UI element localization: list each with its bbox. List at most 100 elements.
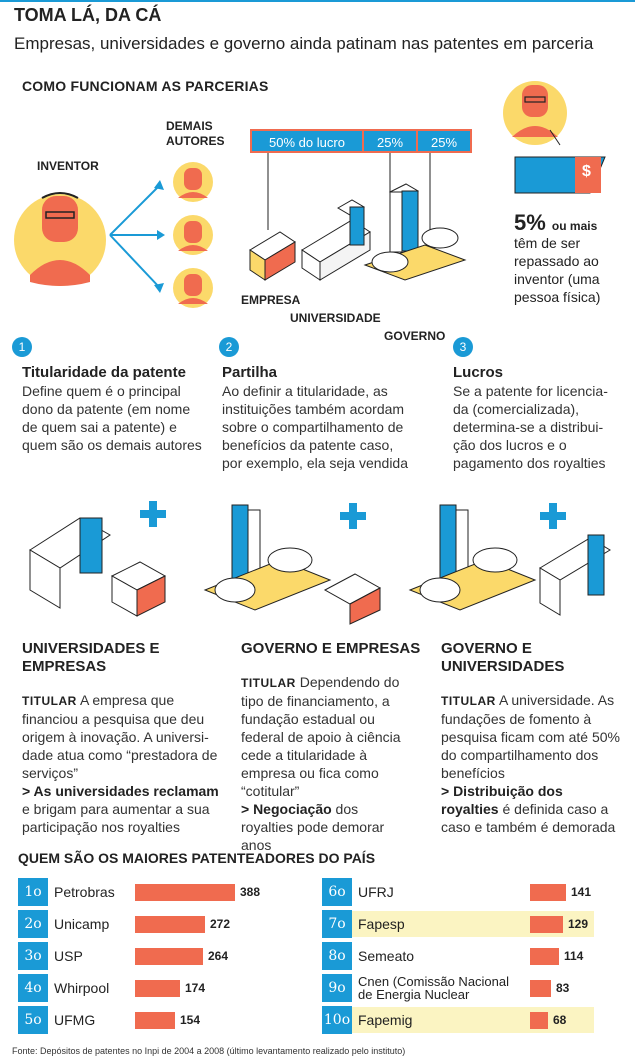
- author-icon: [173, 268, 213, 308]
- case-text-1: A empresa que financiou a pesquisa que d…: [22, 692, 218, 781]
- rank-value-label: 264: [208, 949, 229, 963]
- inventor-icon: [503, 81, 567, 146]
- case-tag-1: TITULAR: [22, 694, 77, 708]
- step-body-3: Se a patente for licencia-da (comerciali…: [453, 383, 608, 471]
- case-tag-3: TITULAR: [441, 694, 496, 708]
- rank-row: 7o Fapesp 129: [322, 910, 594, 938]
- dollar-icon: $: [582, 163, 591, 180]
- case-text-3: A universidade. As fundações de fomento …: [441, 692, 620, 781]
- company-building-icon: [323, 573, 382, 625]
- rank-category-label: Cnen (Comissão Nacional de Energia Nucle…: [358, 974, 510, 1002]
- government-building-icon: [363, 183, 467, 281]
- step-title-1: Titularidade da patente: [22, 364, 186, 381]
- share-box-25-b: 25%: [416, 129, 472, 153]
- rank-category-label: Semeato: [358, 948, 415, 964]
- rank-value-label: 129: [568, 917, 589, 931]
- case-title-2: GOVERNO E EMPRESAS: [241, 640, 420, 658]
- case-bullet-rest-2: dos royalties pode demorar anos: [241, 801, 385, 853]
- rank-bar: [530, 1012, 548, 1029]
- section-heading-how: COMO FUNCIONAM AS PARCERIAS: [22, 78, 269, 94]
- rank-position: 4o: [18, 974, 48, 1002]
- rank-position: 1o: [18, 878, 48, 906]
- rank-bar: [135, 980, 180, 997]
- rank-value-label: 154: [180, 1013, 201, 1027]
- step-title-3: Lucros: [453, 364, 504, 381]
- university-building-icon: [301, 199, 371, 281]
- rank-row: 5o UFMG 154: [18, 1006, 308, 1034]
- case-body-3: TITULAR A universidade. As fundações de …: [441, 691, 621, 836]
- inventor-label: INVENTOR: [37, 159, 99, 173]
- rank-category-label: UFRJ: [358, 884, 394, 900]
- case-title-1: UNIVERSIDADES E EMPRESAS: [22, 640, 160, 676]
- case-illustrations: [29, 501, 611, 625]
- step-number-1: 1: [12, 337, 32, 357]
- rank-position: 7o: [322, 910, 352, 938]
- rank-position: 5o: [18, 1006, 48, 1034]
- plus-icon: [340, 503, 366, 529]
- case-bullet-bold-2: > Negociação: [241, 801, 332, 817]
- company-building-icon: [110, 561, 167, 617]
- rank-bar: [135, 884, 235, 901]
- plus-icon: [540, 503, 566, 529]
- rank-value-label: 141: [571, 885, 592, 899]
- five-percent-suffix: ou mais: [551, 219, 598, 233]
- rank-position: 2o: [18, 910, 48, 938]
- step-number-2: 2: [219, 337, 239, 357]
- case-bullet-rest-1: e brigam para aumentar a sua participaçã…: [22, 801, 210, 835]
- case-title-3: GOVERNO E UNIVERSIDADES: [441, 640, 564, 676]
- rank-value-label: 83: [556, 981, 570, 995]
- rank-bar: [530, 916, 563, 933]
- rank-bar: [135, 916, 205, 933]
- rank-category-label: Fapemig: [358, 1012, 413, 1028]
- money-icon: [514, 156, 606, 194]
- rank-value-label: 68: [553, 1013, 567, 1027]
- case-title-2-line1: GOVERNO E EMPRESAS: [241, 640, 421, 657]
- rank-value-label: 114: [564, 949, 584, 963]
- rank-category-label: Petrobras: [54, 884, 115, 900]
- author-icon: [173, 215, 213, 255]
- case-text-2: Dependendo do tipo de financiamento, a f…: [241, 674, 401, 799]
- highlight-band: [322, 1007, 594, 1033]
- authors-label-line2: AUTORES: [166, 134, 225, 148]
- page-title: TOMA LÁ, DA CÁ: [14, 5, 162, 25]
- plus-icon: [140, 501, 166, 527]
- rank-value-label: 388: [240, 885, 261, 899]
- five-percent-text: têm de ser repassado ao inventor (uma pe…: [514, 235, 601, 305]
- rank-position: 6o: [322, 878, 352, 906]
- case-tag-2: TITULAR: [241, 676, 296, 690]
- five-percent-figure: 5% ou mais: [514, 210, 597, 236]
- chart-title: QUEM SÃO OS MAIORES PATENTEADORES DO PAÍ…: [18, 850, 376, 866]
- case-body-1: TITULAR A empresa que financiou a pesqui…: [22, 691, 220, 836]
- step-title-2: Partilha: [222, 364, 278, 381]
- source-note: Fonte: Depósitos de patentes no Inpi de …: [12, 1046, 406, 1056]
- rank-category-label: Fapesp: [358, 916, 405, 932]
- step-body-2: Ao definir a titularidade, as instituiçõ…: [222, 383, 409, 471]
- step-number-3: 3: [453, 337, 473, 357]
- empresa-label: EMPRESA: [241, 293, 301, 307]
- inventor-icon: [14, 192, 106, 286]
- rank-category-label: UFMG: [54, 1012, 96, 1028]
- authors-label-line1: DEMAIS: [166, 119, 213, 133]
- case-bullet-bold-3: > Distribuição dos royalties: [441, 783, 563, 817]
- institutions-illustration: [249, 153, 467, 281]
- five-percent-value: 5%: [514, 210, 546, 235]
- page-subtitle: Empresas, universidades e governo ainda …: [14, 34, 594, 53]
- case-title-1-line2: EMPRESAS: [22, 658, 107, 675]
- rank-value-label: 174: [185, 981, 206, 995]
- case-title-1-line1: UNIVERSIDADES E: [22, 640, 160, 657]
- rank-category-label: Unicamp: [54, 916, 110, 932]
- rank-row: 4o Whirpool 174: [18, 974, 308, 1002]
- rank-bar: [530, 980, 551, 997]
- rank-category-label: Whirpool: [54, 980, 110, 996]
- inventor-diagram: [14, 162, 213, 308]
- share-box-lucro: 50% do lucro: [250, 129, 364, 153]
- university-building-icon: [29, 517, 111, 609]
- rank-position: 9o: [322, 974, 352, 1002]
- case-title-3-line2: UNIVERSIDADES: [441, 658, 565, 675]
- company-building-icon: [249, 231, 296, 281]
- case-body-2: TITULAR Dependendo do tipo de financiame…: [241, 673, 401, 854]
